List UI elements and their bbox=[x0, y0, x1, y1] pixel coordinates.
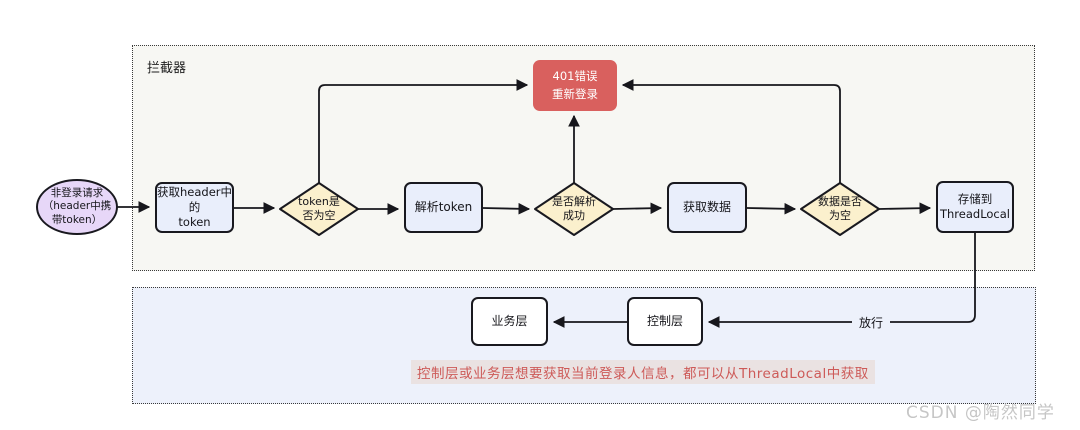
pass-edge-label: 放行 bbox=[852, 313, 891, 332]
parse-success-check-label: 是否解析 成功 bbox=[552, 195, 596, 222]
interceptor-region-label: 拦截器 bbox=[147, 61, 187, 76]
data-empty-check-label: 数据是否 为空 bbox=[818, 195, 862, 222]
arrow-token-check-to-401 bbox=[318, 79, 529, 183]
arrow-empty-check-to-store bbox=[878, 202, 932, 215]
arrow-empty-check-to-401 bbox=[621, 79, 841, 183]
arrow-parse-to-success-check bbox=[482, 202, 531, 215]
business-layer-node: 业务层 bbox=[471, 297, 548, 346]
store-threadlocal-node: 存储到 ThreadLocal bbox=[936, 181, 1014, 233]
get-header-token-node: 获取header中的 token bbox=[155, 182, 234, 233]
threadlocal-note: 控制层或业务层想要获取当前登录人信息，都可以从ThreadLocal中获取 bbox=[411, 360, 875, 384]
control-layer-node: 控制层 bbox=[627, 297, 703, 346]
parse-token-node: 解析token bbox=[404, 182, 483, 233]
token-empty-check-label: token是 否为空 bbox=[298, 195, 340, 222]
arrow-get-data-to-empty-check bbox=[746, 202, 797, 215]
app-layers-region bbox=[132, 287, 1036, 404]
arrow-store-to-control-layer bbox=[707, 232, 976, 328]
start-request-node: 非登录请求 （header中携 带token） bbox=[36, 179, 118, 235]
error-401-node: 401错误 重新登录 bbox=[533, 60, 617, 111]
get-data-node: 获取数据 bbox=[667, 182, 747, 233]
arrow-success-check-to-get-data bbox=[612, 202, 663, 215]
watermark-text: CSDN @陶然同学 bbox=[906, 403, 1055, 423]
